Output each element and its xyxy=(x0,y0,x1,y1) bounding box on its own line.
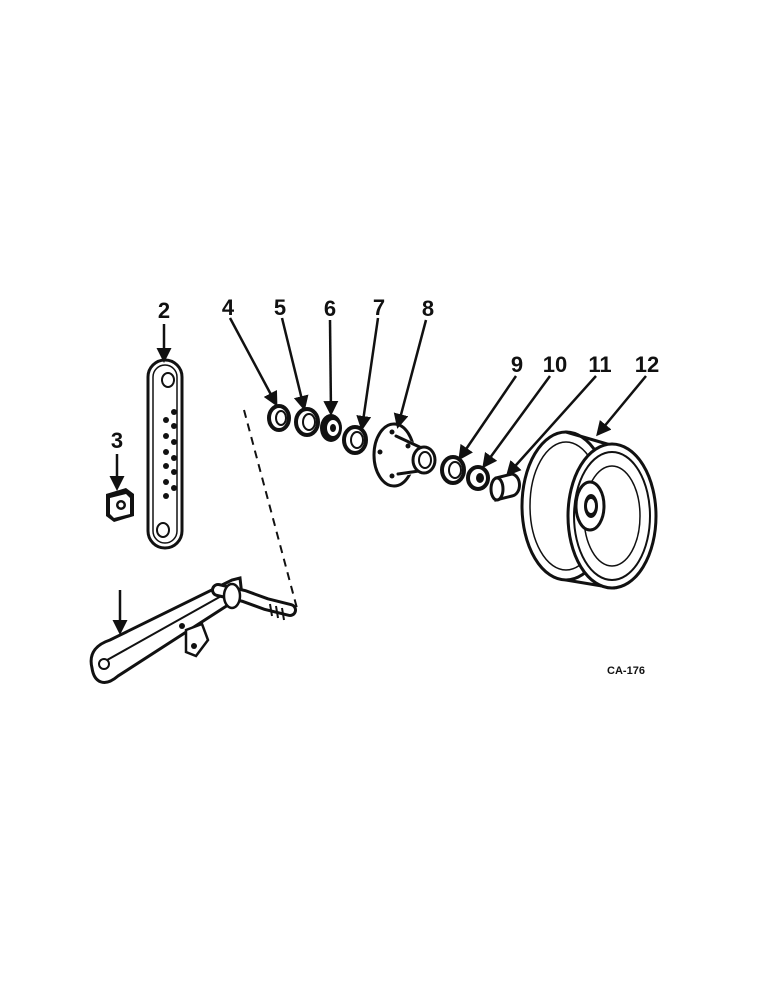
part-10-nut xyxy=(466,465,490,491)
callout-7: 7 xyxy=(373,295,385,320)
part-6-bearing-cone xyxy=(320,414,342,442)
part-5-bearing-cup xyxy=(294,407,320,437)
callout-12: 12 xyxy=(635,352,659,377)
callout-4: 4 xyxy=(222,295,235,320)
assembly-dashed-line xyxy=(243,409,299,613)
part-1-spindle-arm xyxy=(89,576,297,684)
callout-11: 11 xyxy=(588,352,611,377)
part-12-wheel-rim xyxy=(520,430,658,590)
callout-3: 3 xyxy=(111,428,123,453)
part-11-dust-cap xyxy=(489,472,521,502)
part-7-bearing-cup xyxy=(342,425,368,455)
part-8-hub xyxy=(372,422,437,488)
figure-code: CA-176 xyxy=(607,665,645,677)
callout-6: 6 xyxy=(324,296,336,321)
part-4-seal xyxy=(267,404,291,432)
callout-2: 2 xyxy=(158,298,170,323)
part-2-perforated-plate xyxy=(146,358,184,550)
part-3-square-nut xyxy=(106,488,134,522)
callout-8: 8 xyxy=(422,296,434,321)
part-9-bearing-cone xyxy=(440,455,466,485)
callout-9: 9 xyxy=(511,352,523,377)
callout-5: 5 xyxy=(274,295,286,320)
callout-leaders xyxy=(109,317,647,635)
callout-10: 10 xyxy=(543,352,567,377)
